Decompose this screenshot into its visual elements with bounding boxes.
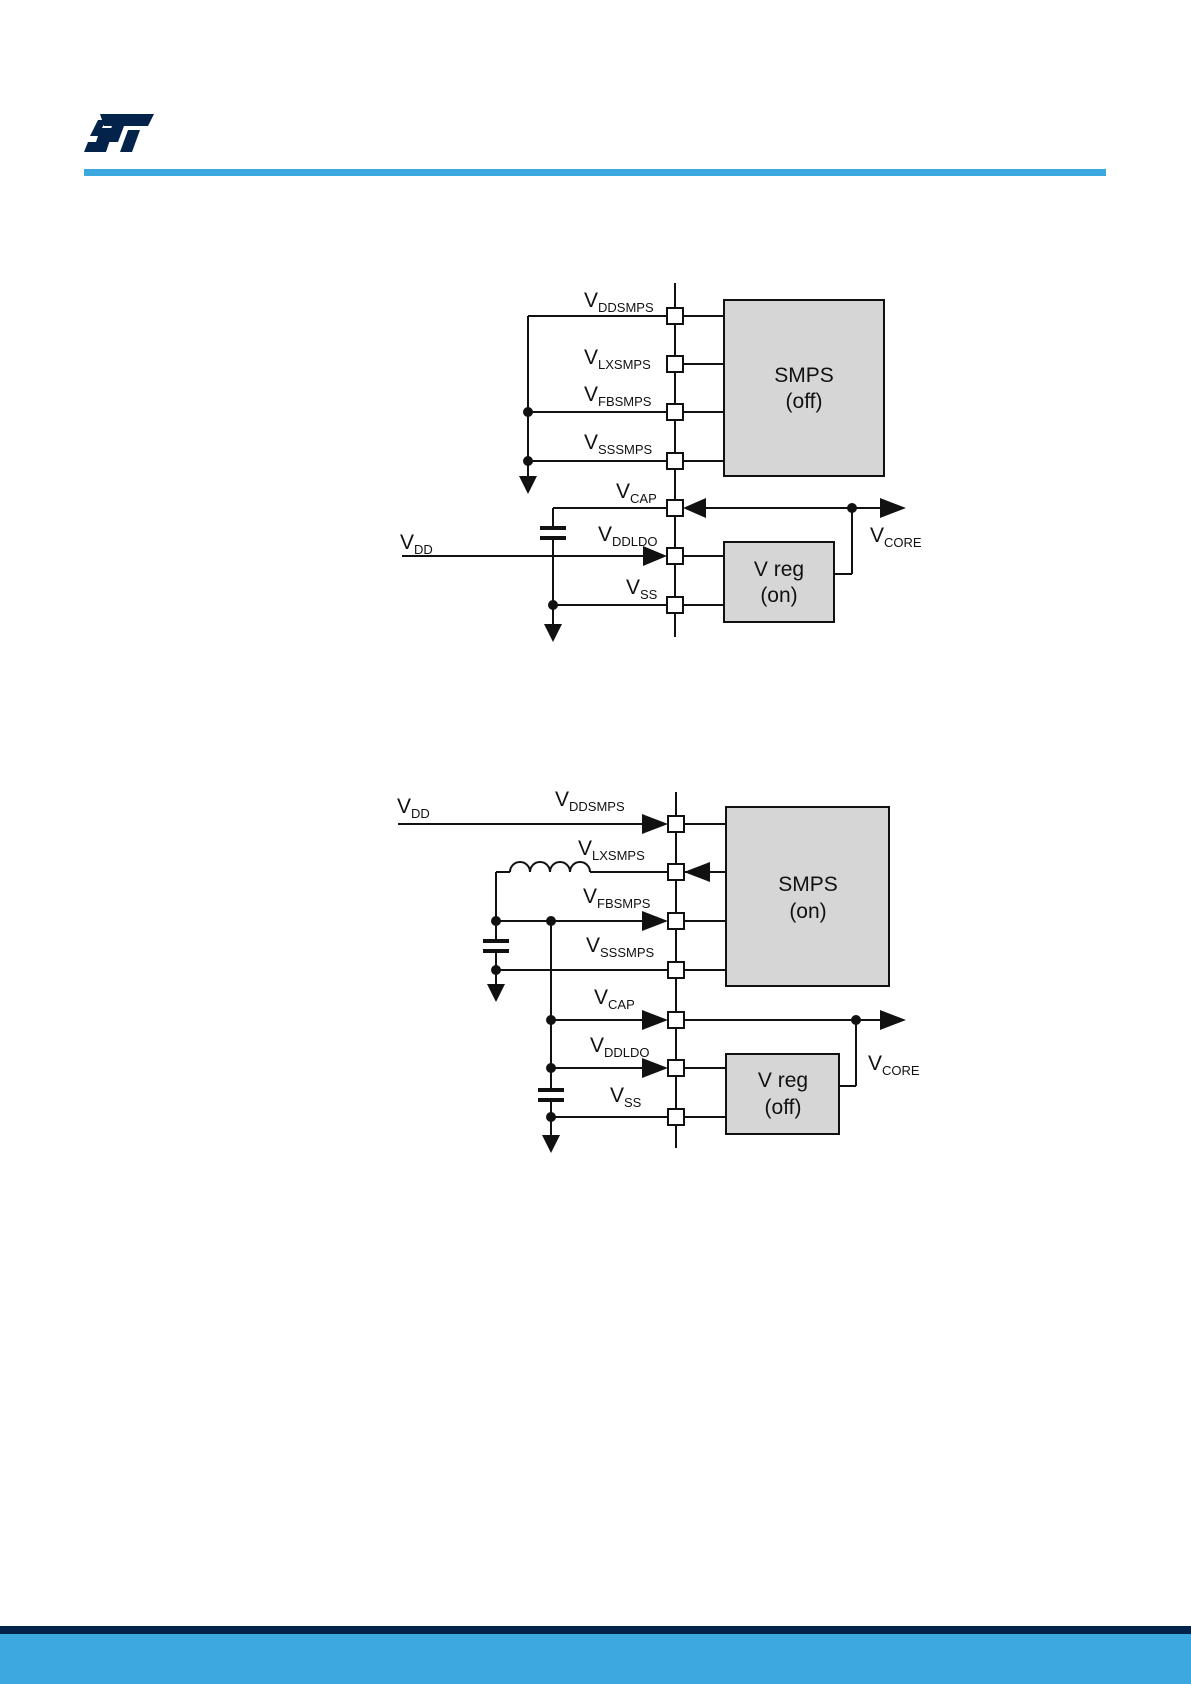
smps-block-line1: SMPS [778,873,838,896]
label-vcap: VCAP [616,480,657,506]
pin-vfbsmps [667,404,683,420]
pin-vddldo [668,1060,684,1076]
label-vfbsmps: VFBSMPS [584,383,652,409]
label-vlxsmps: VLXSMPS [578,837,645,863]
label-vcore: VCORE [870,524,922,550]
vreg-block-line1: V reg [754,558,804,581]
pin-vlxsmps [667,356,683,372]
label-vss: VSS [610,1084,642,1110]
vreg-block [724,542,834,622]
pin-vfbsmps [668,913,684,929]
pin-vcap [667,500,683,516]
diagram-bottom: VDDSMPS VLXSMPS VFBSMPS VSSSMPS VCAP VDD… [0,780,1191,1200]
pin-vddldo [667,548,683,564]
vreg-block-line1: V reg [758,1069,808,1092]
pin-vddsmps [668,816,684,832]
pin-vlxsmps [668,864,684,880]
label-vcore: VCORE [868,1052,920,1078]
label-vsssmps: VSSSMPS [586,934,655,960]
pin-vsssmps [667,453,683,469]
label-vcap: VCAP [594,986,635,1012]
smps-block-line1: SMPS [774,364,834,387]
vreg-block [726,1054,839,1134]
label-vss: VSS [626,576,658,602]
footer-light-band [0,1634,1191,1684]
label-vddldo: VDDLDO [598,523,658,549]
pin-vss [668,1109,684,1125]
label-vdd: VDD [397,795,430,821]
footer-dark-band [0,1626,1191,1634]
smps-block-line2: (off) [786,390,823,413]
pin-vsssmps [668,962,684,978]
pin-vss [667,597,683,613]
pin-vcap [668,1012,684,1028]
label-vddsmps: VDDSMPS [555,788,625,814]
pin-vddsmps [667,308,683,324]
label-vdd: VDD [400,531,433,557]
label-vsssmps: VSSSMPS [584,431,653,457]
label-vddldo: VDDLDO [590,1034,650,1060]
smps-block-line2: (on) [789,900,826,923]
vreg-block-line2: (off) [765,1096,802,1119]
vreg-block-line2: (on) [760,584,797,607]
label-vddsmps: VDDSMPS [584,289,654,315]
diagram-top: VDDSMPS VLXSMPS VFBSMPS VSSSMPS VCAP VDD… [0,0,1191,700]
smps-block [726,807,889,986]
smps-block [724,300,884,476]
label-vfbsmps: VFBSMPS [583,885,651,911]
label-vlxsmps: VLXSMPS [584,346,651,372]
